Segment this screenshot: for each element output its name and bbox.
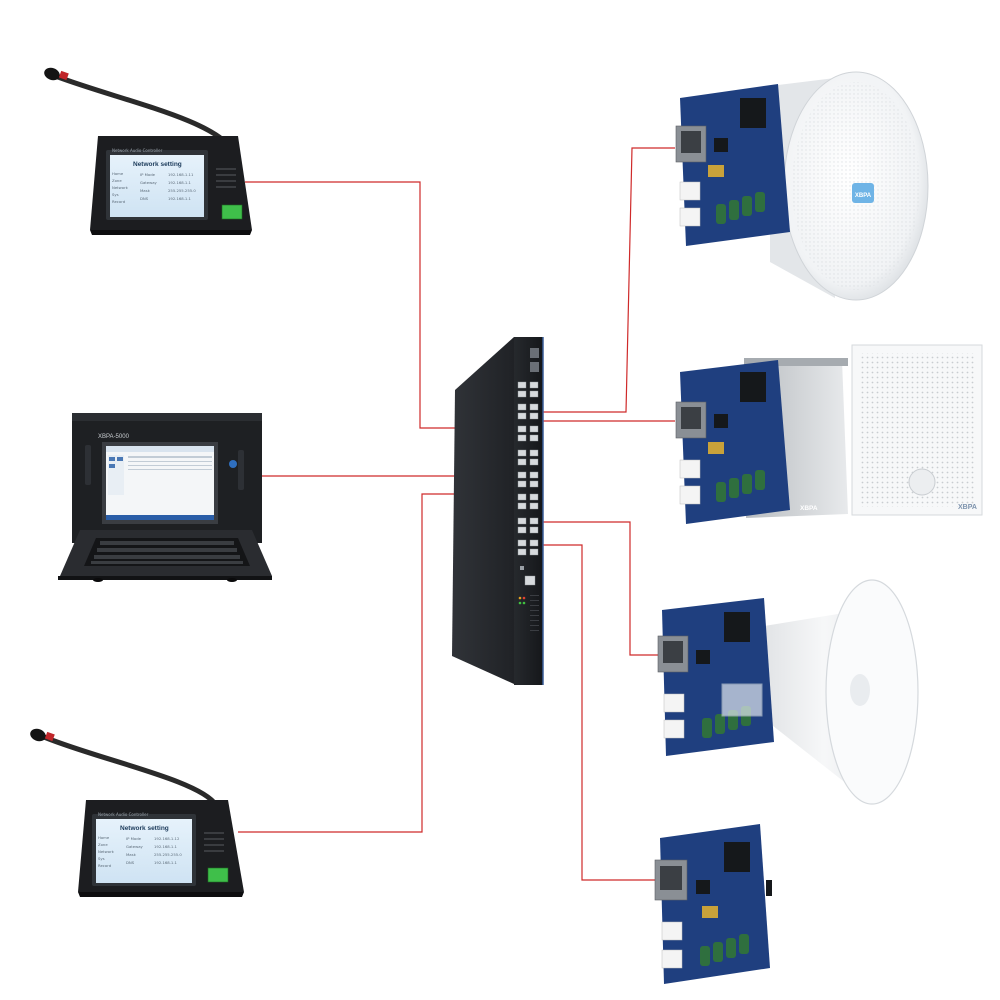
setting-label: Gateway xyxy=(140,180,158,185)
speaker-logo-text: XBPA xyxy=(855,193,872,199)
chip xyxy=(724,842,750,872)
setting-value: 255.255.255.0 xyxy=(154,852,182,857)
ceiling-speaker: XBPA xyxy=(770,71,929,301)
power-button[interactable] xyxy=(229,460,237,468)
audio-module-board xyxy=(675,84,790,246)
setting-value: 192.168.1.1 xyxy=(168,196,192,201)
setting-label: DNS xyxy=(126,860,135,865)
setting-value: 192.168.1.1 xyxy=(168,180,192,185)
talk-button[interactable] xyxy=(221,204,243,220)
menu-item[interactable]: Network xyxy=(112,185,129,190)
setting-value: 255.255.255.0 xyxy=(168,188,196,193)
terminal-connector[interactable] xyxy=(679,459,701,479)
paging-station-top: Network Audio Controller Network setting… xyxy=(44,67,252,235)
setting-label: DNS xyxy=(140,196,149,201)
status-leds xyxy=(518,596,526,605)
speaker-cone xyxy=(908,468,936,496)
speaker-grill xyxy=(204,832,224,852)
network-switch xyxy=(452,337,544,685)
cable-audio-module xyxy=(540,544,655,881)
setting-value: 192.168.1.1 xyxy=(154,860,178,865)
terminal-connector[interactable] xyxy=(661,949,683,969)
setting-label: Mask xyxy=(126,852,137,857)
switch-side xyxy=(452,337,514,684)
menu-item[interactable]: Zone xyxy=(98,842,108,847)
setting-label: Mask xyxy=(140,188,151,193)
wall-speaker: XBPA xyxy=(851,344,983,516)
console-port[interactable] xyxy=(524,575,536,586)
screen-title: Network setting xyxy=(133,161,182,168)
gooseneck-mic xyxy=(41,734,219,808)
capacitors xyxy=(700,934,749,966)
speaker-logo xyxy=(852,183,874,203)
terminal-connector[interactable] xyxy=(663,719,685,739)
menu-item[interactable]: Zone xyxy=(112,178,122,183)
mic-head-icon xyxy=(30,728,46,742)
ethernet-ports[interactable] xyxy=(517,381,539,556)
terminal-connector[interactable] xyxy=(679,485,701,505)
terminal-connector[interactable] xyxy=(661,921,683,941)
menu-item[interactable]: Home xyxy=(112,171,124,176)
audio-module-board xyxy=(675,360,790,524)
setting-label: IP Mode xyxy=(140,172,156,177)
menu-item[interactable]: Sys xyxy=(98,856,105,861)
sfp-port[interactable] xyxy=(530,348,539,358)
cable-horn-speaker xyxy=(540,521,660,656)
speaker-logo-text: XBPA xyxy=(958,504,977,511)
sfp-port[interactable] xyxy=(530,362,539,372)
menu-item[interactable]: Home xyxy=(98,835,110,840)
menu-item[interactable]: Record xyxy=(98,863,112,868)
keyboard[interactable] xyxy=(91,541,243,564)
touch-screen xyxy=(110,155,204,217)
chip xyxy=(740,372,766,402)
rack-label: XBPA-5000 xyxy=(98,434,130,440)
menu-item[interactable]: Network xyxy=(98,849,115,854)
audio-module-board xyxy=(654,824,772,984)
horn-mouth xyxy=(825,579,919,805)
talk-button[interactable] xyxy=(207,867,229,883)
horn-speaker xyxy=(740,579,919,805)
speaker-logo-text: XBPA xyxy=(800,505,818,512)
reset-button[interactable] xyxy=(520,566,524,570)
mic-head-icon xyxy=(44,67,60,81)
setting-label: IP Mode xyxy=(126,836,142,841)
screen-title: Network setting xyxy=(120,825,169,832)
terminal-connector[interactable] xyxy=(663,693,685,713)
setting-value: 192.168.1.12 xyxy=(154,836,180,841)
setting-label: Gateway xyxy=(126,844,144,849)
terminal-connector[interactable] xyxy=(679,181,701,201)
cable-ceiling-speaker xyxy=(540,147,675,413)
audio-module-board xyxy=(657,598,774,756)
menu-item[interactable]: Record xyxy=(112,199,126,204)
setting-value: 192.168.1.11 xyxy=(168,172,194,177)
setting-value: 192.168.1.1 xyxy=(154,844,178,849)
chip xyxy=(740,98,766,128)
switch-front xyxy=(514,337,543,685)
menu-item[interactable]: Sys xyxy=(112,192,119,197)
console-header: Network Audio Controller xyxy=(98,812,149,817)
terminal-connector[interactable] xyxy=(679,207,701,227)
capacitors xyxy=(716,192,765,224)
speaker-grill xyxy=(216,168,236,188)
paging-station-bottom: Network Audio Controller Network setting… xyxy=(30,728,244,897)
touch-screen xyxy=(96,819,192,883)
capacitors xyxy=(716,470,765,502)
console-header: Network Audio Controller xyxy=(112,148,163,153)
rack-server: XBPA-5000 xyxy=(58,413,272,582)
chip xyxy=(724,612,750,642)
